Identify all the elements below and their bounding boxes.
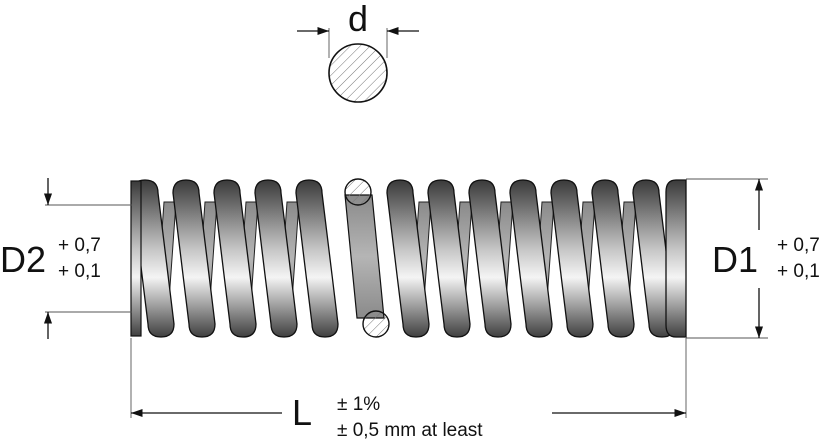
spring-end-left [130, 180, 142, 337]
spring-coil [386, 179, 430, 338]
d1-dimension: D1 + 0,7 + 0,1 [686, 178, 820, 339]
length-dimension: L ± 1% ± 0,5 mm at least [130, 338, 687, 441]
cut-strand-back [344, 194, 385, 319]
spring-coil [172, 179, 216, 338]
length-tolerance-line2: ± 0,5 mm at least [337, 420, 483, 441]
spring-coil [295, 179, 339, 338]
spring-coil [427, 179, 471, 338]
length-label: L [292, 392, 312, 433]
spring-cut-section [344, 178, 390, 338]
d1-tolerance-upper: + 0,7 [777, 235, 820, 256]
spring-coils [130, 179, 687, 338]
cut-end-top [344, 178, 372, 206]
d2-tolerance-lower: + 0,1 [58, 261, 101, 282]
d2-tolerance-upper: + 0,7 [58, 235, 101, 256]
d2-label: D2 [0, 239, 46, 280]
wire-diameter-label: d [348, 0, 368, 39]
cut-end-bottom [362, 310, 390, 338]
length-tolerance-line1: ± 1% [337, 394, 380, 415]
spring-coil [550, 179, 594, 338]
wire-cross-section: d [297, 0, 419, 103]
spring-coil [468, 179, 512, 338]
d1-label: D1 [712, 239, 758, 280]
spring-coil [509, 179, 553, 338]
d2-dimension: D2 + 0,7 + 0,1 [0, 178, 132, 339]
spring-coil [254, 179, 298, 338]
wire-section-circle [328, 43, 388, 103]
spring-coil [591, 179, 635, 338]
spring-end-right [665, 179, 687, 338]
spring-coil [213, 179, 257, 338]
d1-tolerance-lower: + 0,1 [777, 261, 820, 282]
